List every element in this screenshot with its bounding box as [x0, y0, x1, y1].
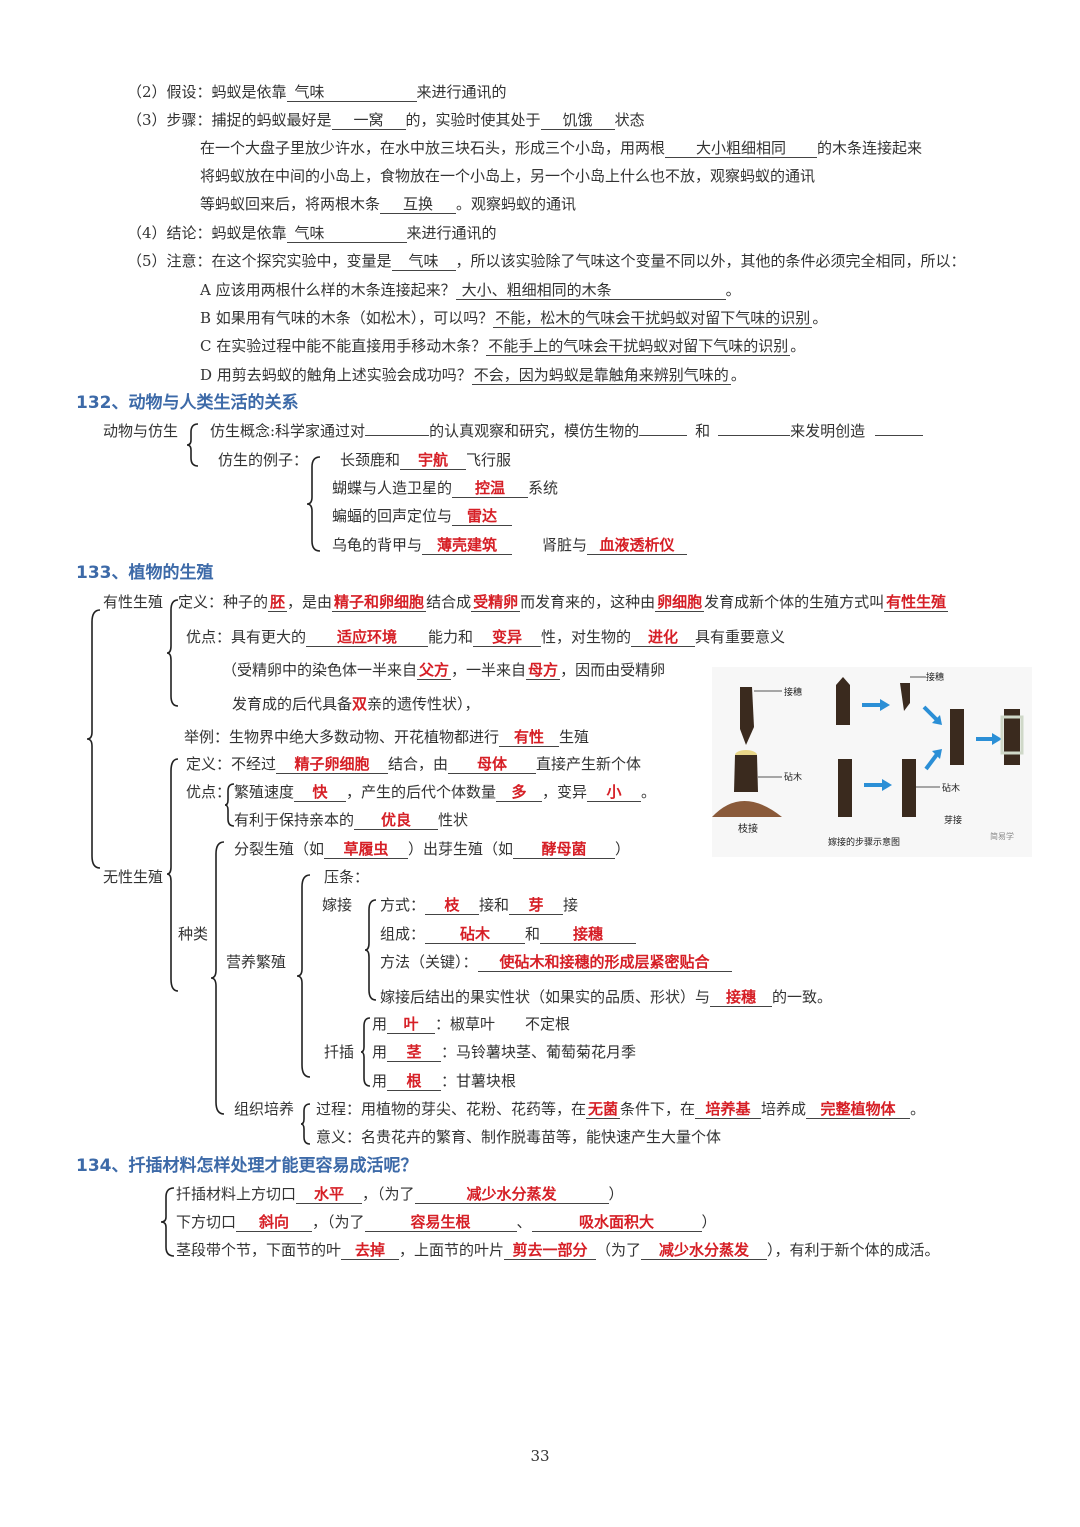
sexual-advantage: 优点：具有更大的适应环境能力和变异性，对生物的进化具有重要意义	[186, 628, 786, 647]
sexual-reproduction-label: 有性生殖	[103, 593, 164, 611]
brace-reproduction	[86, 609, 101, 869]
bionics-root: 动物与仿生	[103, 422, 179, 440]
figure-watermark: 简易学	[990, 831, 1014, 841]
cutting-label: 扦插	[324, 1043, 355, 1061]
q131-note-b: B 如果用有气味的木条（如松木），可以吗？不能，松木的气味会干扰蚂蚁对留下气味的…	[200, 309, 828, 328]
asexual-advantage-2: 有利于保持亲本的优良性状	[234, 811, 469, 830]
cutting-top: 扦插材料上方切口水平，（为了减少水分蒸发）	[176, 1185, 624, 1204]
grafting-composition: 组成：砧木和接穗	[380, 924, 637, 944]
grafting-key: 方法（关键）：使砧木和接穗的形成层紧密贴合	[380, 952, 732, 972]
q131-hypothesis: （2）假设：蚂蚁是依靠气味来进行通讯的	[127, 83, 507, 102]
label-stock-2: 砧木	[942, 782, 960, 794]
grafting-label: 嫁接	[322, 896, 353, 914]
brace-bionics	[186, 423, 199, 467]
bionics-example-4: 乌龟的背甲与薄壳建筑肾脏与血液透析仪	[332, 535, 688, 555]
caption-bud-graft: 芽接	[944, 814, 962, 826]
layering: 压条：	[324, 868, 370, 886]
q131-conclusion: （4）结论：蚂蚁是依靠气味来进行通讯的	[127, 224, 497, 243]
section-132-title: 132、动物与人类生活的关系	[76, 393, 299, 413]
cutting-bottom: 下方切口斜向，（为了容易生根、吸水面积大）	[176, 1213, 717, 1232]
label-scion-2: 接穗	[926, 671, 944, 683]
bionics-example-3: 蝙蝠的回声定位与雷达	[332, 506, 513, 526]
bionics-example-1: 长颈鹿和宇航飞行服	[340, 451, 512, 470]
page-number: 33	[530, 1447, 550, 1465]
brace-tissue	[300, 1103, 311, 1145]
q131-step-detail-1: 在一个大盘子里放少许水，在水中放三块石头，形成三个小岛，用两根大小粗细相同的木条…	[200, 139, 923, 158]
figure-caption: 嫁接的步骤示意图	[828, 836, 900, 848]
grafting-steps-figure: 接穗 砧木 枝接 接穗 砧木 芽接 嫁接的步骤示意图 简易学	[712, 667, 1032, 857]
q131-steps: （3）步骤：捕捉的蚂蚁最好是一窝的，实验时使其处于饥饿状态	[127, 111, 645, 130]
brace-vegetative	[296, 874, 311, 1078]
bionics-examples-label: 仿生的例子：	[218, 451, 309, 469]
q131-step-detail-2: 将蚂蚁放在中间的小岛上，食物放在一个小岛上，另一个小岛上什么也不放，观察蚂蚁的通…	[200, 167, 816, 185]
asexual-definition: 定义：不经过精子卵细胞结合，由母体直接产生新个体	[186, 755, 642, 774]
q131-note-d: D 用剪去蚂蚁的触角上述实验会成功吗？不会，因为蚂蚁是靠触角来辨别气味的。	[200, 366, 746, 385]
q131-note: （5）注意：在这个探究实验中，变量是气味，所以该实验除了气味这个变量不同以外，其…	[127, 252, 966, 271]
q131-note-a: A 应该用两根什么样的木条连接起来？大小、粗细相同的木条。	[200, 281, 741, 300]
bionics-concept: 仿生概念:科学家通过对的认真观察和研究，模仿生物的和来发明创造	[210, 421, 924, 441]
vegetative-label: 营养繁殖	[226, 953, 287, 971]
fission-budding: 分裂生殖（如草履虫）出芽生殖（如酵母菌）	[234, 840, 631, 859]
caption-branch-graft: 枝接	[738, 822, 758, 835]
tissue-significance: 意义：名贵花卉的繁育、制作脱毒苗等，能快速产生大量个体	[316, 1128, 722, 1146]
tissue-culture-label: 组织培养	[234, 1100, 295, 1118]
asexual-reproduction-label: 无性生殖	[103, 868, 164, 886]
sexual-chromosome-2: 发育成的后代具备双亲的遗传性状），	[232, 695, 480, 713]
grafting-method: 方式：枝接和芽接	[380, 896, 579, 915]
sexual-definition: 定义：种子的胚，是由精子和卵细胞结合成受精卵而发育来的，这种由卵细胞发育成新个体…	[178, 593, 949, 612]
sexual-chromosome-1: （受精卵中的染色体一半来自父方，一半来自母方，因而由受精卵	[222, 661, 666, 680]
cutting-leaf: 用叶：椒草叶 不定根	[372, 1015, 571, 1034]
label-scion: 接穗	[784, 686, 802, 698]
asexual-advantage-label: 优点：	[186, 783, 232, 801]
section-134-title: 134、扦插材料怎样处理才能更容易成活呢？	[76, 1156, 418, 1176]
brace-cutting	[360, 1017, 371, 1087]
section-133-title: 133、植物的生殖	[76, 563, 214, 583]
brace-grafting	[364, 899, 377, 1001]
grafting-result: 嫁接后结出的果实性状（如果实的品质、形状）与接穗的一致。	[380, 988, 833, 1007]
q131-step-detail-3: 等蚂蚁回来后，将两根木条互换。观察蚂蚁的通讯	[200, 195, 577, 214]
brace-cutting-material	[160, 1187, 175, 1257]
bionics-example-2: 蝴蝶与人造卫星的控温系统	[332, 479, 559, 498]
brace-asexual	[166, 758, 179, 992]
tissue-process: 过程：用植物的芽尖、花粉、花药等，在无菌条件下，在培养基培养成完整植物体。	[316, 1100, 926, 1119]
brace-asexual-advantage	[224, 783, 235, 827]
stock-shape	[734, 755, 758, 792]
brace-bionics-examples	[306, 456, 321, 552]
asexual-advantage-1: 繁殖速度快，产生的后代个体数量多，变异小。	[234, 783, 657, 802]
sexual-example: 举例：生物界中绝大多数动物、开花植物都进行有性生殖	[184, 728, 590, 747]
cutting-leaves: 茎段带个节，下面节的叶去掉，上面节的叶片剪去一部分（为了减少水分蒸发），有利于新…	[176, 1241, 940, 1260]
cutting-stem: 用茎：马铃薯块茎、葡萄菊花月季	[372, 1043, 637, 1062]
scion-shape	[740, 687, 754, 745]
cutting-root: 用根：甘薯块根	[372, 1072, 517, 1091]
label-stock: 砧木	[784, 771, 802, 783]
brace-asexual-types	[210, 841, 225, 1115]
brace-sexual	[166, 599, 179, 707]
asexual-types-label: 种类	[178, 925, 209, 943]
q131-note-c: C 在实验过程中能不能直接用手移动木条？不能手上的气味会干扰蚂蚁对留下气味的识别…	[200, 337, 806, 356]
